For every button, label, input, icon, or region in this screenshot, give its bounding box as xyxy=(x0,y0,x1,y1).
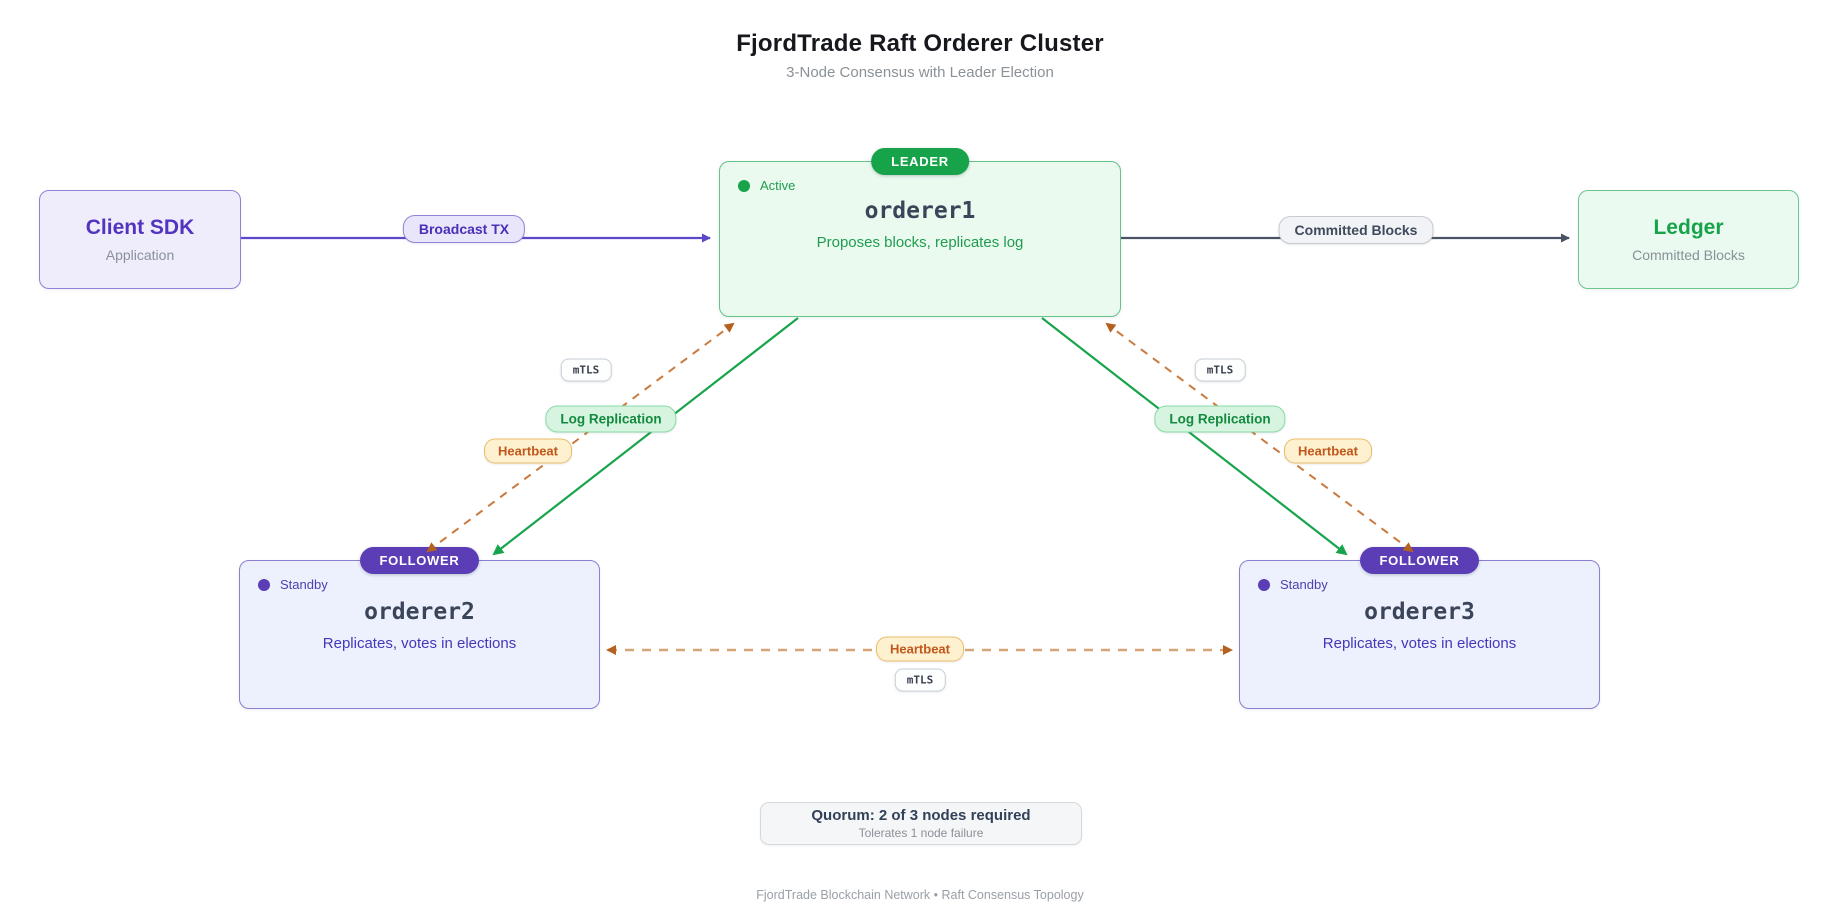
orderer3-status: Standby xyxy=(1258,577,1328,592)
orderer3-description: Replicates, votes in elections xyxy=(1322,635,1517,652)
ledger-title: Ledger xyxy=(1653,216,1724,239)
heartbeat-label-right: Heartbeat xyxy=(1284,438,1372,464)
orderer1-status: Active xyxy=(738,178,795,193)
ledger-subtitle: Committed Blocks xyxy=(1632,247,1745,263)
node-client-sdk: Client SDK Application xyxy=(39,190,241,289)
orderer3-status-label: Standby xyxy=(1280,577,1328,592)
log-replication-arrow-left xyxy=(492,317,799,556)
quorum-title: Quorum: 2 of 3 nodes required xyxy=(811,807,1031,824)
follower-badge-orderer2: FOLLOWER xyxy=(359,547,480,574)
orderer1-description: Proposes blocks, replicates log xyxy=(816,234,1024,251)
page-title: FjordTrade Raft Orderer Cluster xyxy=(736,30,1104,57)
orderer2-description: Replicates, votes in elections xyxy=(322,635,517,652)
standby-status-dot xyxy=(258,578,270,591)
node-orderer2: FOLLOWER Standby orderer2 Replicates, vo… xyxy=(239,547,600,709)
footer-caption: FjordTrade Blockchain Network • Raft Con… xyxy=(756,888,1084,902)
active-status-dot xyxy=(738,179,750,192)
mtls-label-center: mTLS xyxy=(894,668,946,692)
heartbeat-arrow-right xyxy=(1105,322,1414,553)
log-replication-label-left: Log Replication xyxy=(545,405,677,433)
committed-blocks-label: Committed Blocks xyxy=(1278,216,1434,244)
follower-badge-orderer3: FOLLOWER xyxy=(1359,547,1480,574)
orderer1-status-label: Active xyxy=(760,178,796,193)
node-orderer1: LEADER Active orderer1 Proposes blocks, … xyxy=(719,148,1121,317)
broadcast-tx-label: Broadcast TX xyxy=(402,215,526,243)
heartbeat-label-left: Heartbeat xyxy=(484,438,572,464)
client-sdk-title: Client SDK xyxy=(85,216,195,239)
log-replication-arrow-right xyxy=(1041,317,1348,556)
client-sdk-subtitle: Application xyxy=(105,247,175,263)
orderer3-name: orderer3 xyxy=(1364,599,1475,625)
standby-status-dot xyxy=(1258,578,1270,591)
quorum-subtitle: Tolerates 1 node failure xyxy=(858,826,984,840)
node-orderer3: FOLLOWER Standby orderer3 Replicates, vo… xyxy=(1239,547,1600,709)
orderer2-name: orderer2 xyxy=(364,599,475,625)
heartbeat-label-center: Heartbeat xyxy=(876,636,964,662)
leader-badge: LEADER xyxy=(871,148,969,175)
orderer2-status-label: Standby xyxy=(280,577,328,592)
log-replication-label-right: Log Replication xyxy=(1154,405,1286,433)
node-ledger: Ledger Committed Blocks xyxy=(1578,190,1799,289)
page-subtitle: 3-Node Consensus with Leader Election xyxy=(786,64,1054,81)
orderer2-status: Standby xyxy=(258,577,328,592)
mtls-label-left: mTLS xyxy=(560,358,612,382)
quorum-note: Quorum: 2 of 3 nodes required Tolerates … xyxy=(760,802,1082,845)
mtls-label-right: mTLS xyxy=(1194,358,1246,382)
orderer1-name: orderer1 xyxy=(864,198,976,224)
